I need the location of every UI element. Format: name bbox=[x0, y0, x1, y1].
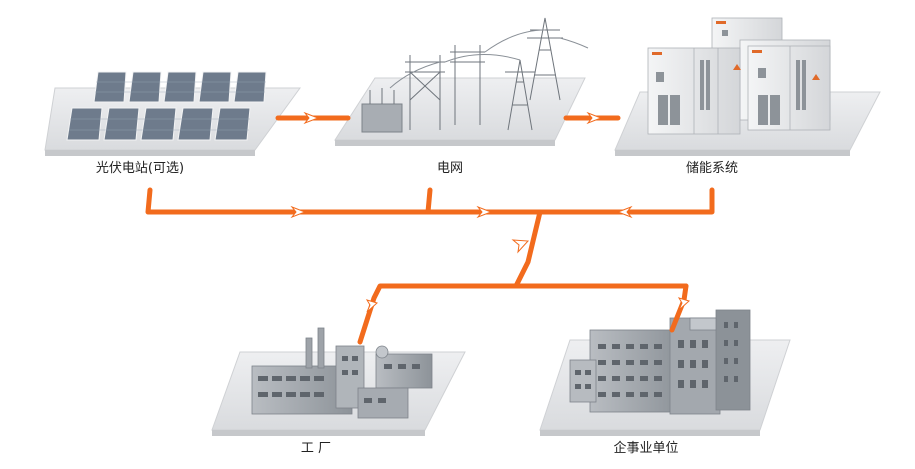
flow-storage-down bbox=[537, 187, 715, 215]
grid-substation bbox=[334, 17, 589, 146]
pv-station-label: 光伏电站(可选) bbox=[96, 161, 184, 176]
arrow-enterprise bbox=[677, 297, 690, 311]
factory-icon bbox=[251, 327, 433, 419]
flow-grid-down bbox=[425, 187, 433, 215]
grid-label: 电网 bbox=[437, 161, 463, 176]
arrow-pv-grid bbox=[303, 111, 320, 125]
office-building-icon bbox=[569, 309, 751, 415]
flow-pv-down bbox=[145, 187, 543, 215]
enterprise-label: 企事业单位 bbox=[613, 440, 678, 456]
power-grid-icon bbox=[361, 17, 589, 133]
flow-trunk bbox=[513, 209, 543, 289]
flow-arrows bbox=[290, 111, 690, 313]
enterprise bbox=[539, 309, 791, 436]
arrow-factory bbox=[365, 299, 378, 313]
storage-system bbox=[614, 17, 881, 156]
arrow-bus-2 bbox=[476, 205, 493, 219]
pv-station bbox=[44, 71, 301, 156]
storage-label: 储能系统 bbox=[686, 161, 738, 176]
factory bbox=[211, 327, 466, 436]
arrow-trunk bbox=[511, 239, 530, 254]
arrow-grid-storage bbox=[586, 111, 603, 125]
factory-label: 工 厂 bbox=[301, 441, 331, 456]
flow-to-factory bbox=[357, 283, 689, 345]
arrow-bus-3 bbox=[616, 205, 633, 219]
solar-panel-icon bbox=[66, 71, 267, 141]
arrow-bus-1 bbox=[290, 205, 307, 219]
